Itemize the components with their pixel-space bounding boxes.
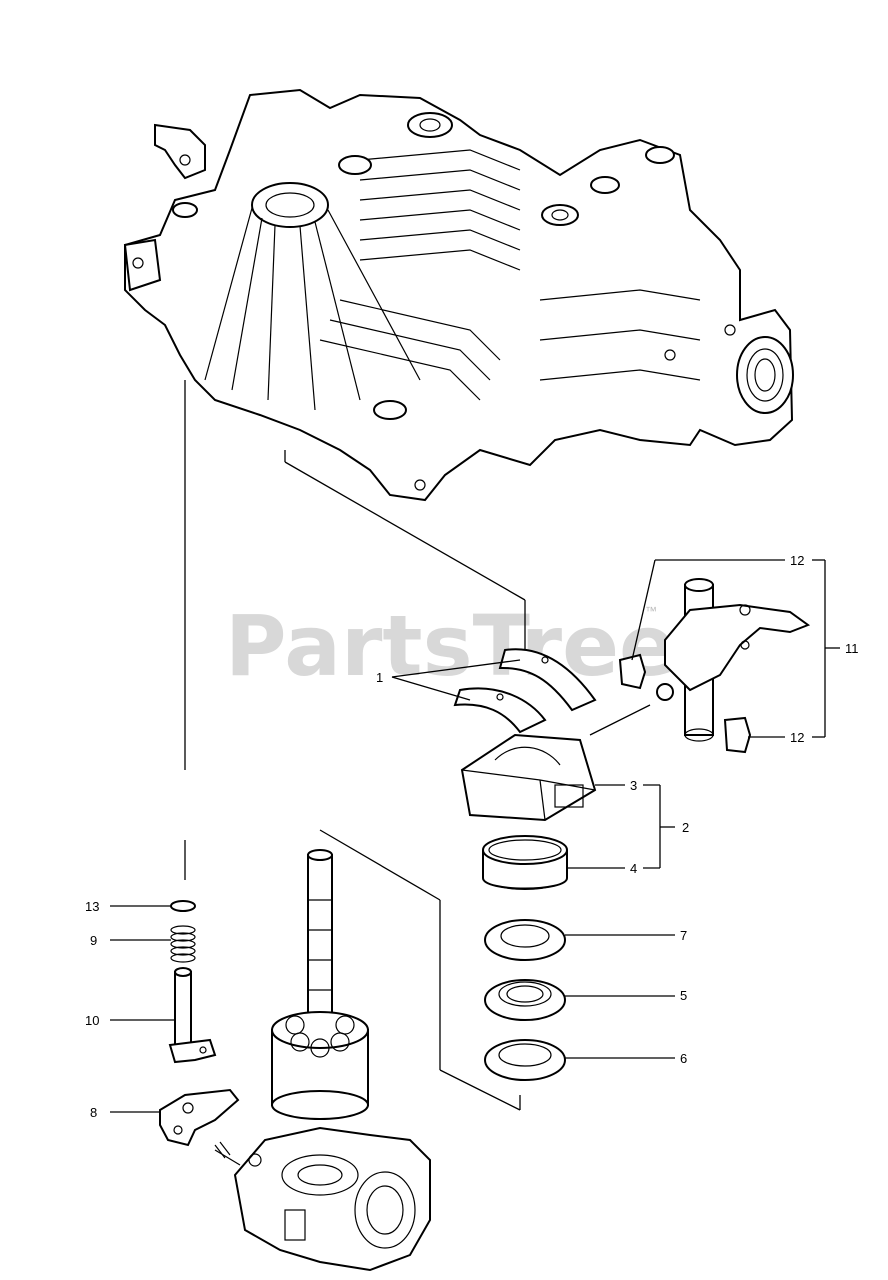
callout-1: 1 xyxy=(376,670,383,685)
callout-2: 2 xyxy=(682,820,689,835)
seal-5[interactable] xyxy=(484,979,566,1021)
clip-lower[interactable] xyxy=(723,716,752,754)
trademark-symbol: ™ xyxy=(645,604,657,618)
callout-11: 11 xyxy=(845,641,859,656)
callout-leaders xyxy=(110,559,840,1113)
callout-9: 9 xyxy=(90,933,97,948)
swashplate-block[interactable] xyxy=(460,733,597,822)
washer-6[interactable] xyxy=(484,1039,566,1081)
ring[interactable] xyxy=(482,835,568,890)
check-valve-shaft[interactable] xyxy=(168,967,217,1064)
callout-4: 4 xyxy=(630,861,637,876)
o-ring[interactable] xyxy=(170,900,196,912)
transaxle-housing[interactable] xyxy=(123,88,794,502)
pump-cylinder-block[interactable] xyxy=(271,849,369,1120)
spring[interactable] xyxy=(170,925,196,963)
retainer-plate[interactable] xyxy=(159,1088,240,1147)
callout-7: 7 xyxy=(680,928,687,943)
callout-12-lower: 12 xyxy=(790,730,804,745)
callout-13: 13 xyxy=(85,899,99,914)
callout-8: 8 xyxy=(90,1105,97,1120)
assembly-leader-lines xyxy=(184,380,651,1111)
callout-5: 5 xyxy=(680,988,687,1003)
callout-12-upper: 12 xyxy=(790,553,804,568)
clip-upper[interactable] xyxy=(618,653,647,690)
callout-3: 3 xyxy=(630,778,637,793)
charge-pump-housing[interactable] xyxy=(214,1126,431,1272)
watermark-text: PartsTree xyxy=(225,597,676,695)
callout-10: 10 xyxy=(85,1013,99,1028)
bearing-halves[interactable] xyxy=(453,648,597,734)
control-arm-shaft[interactable] xyxy=(656,578,811,742)
callout-6: 6 xyxy=(680,1051,687,1066)
washer-7[interactable] xyxy=(484,919,566,961)
